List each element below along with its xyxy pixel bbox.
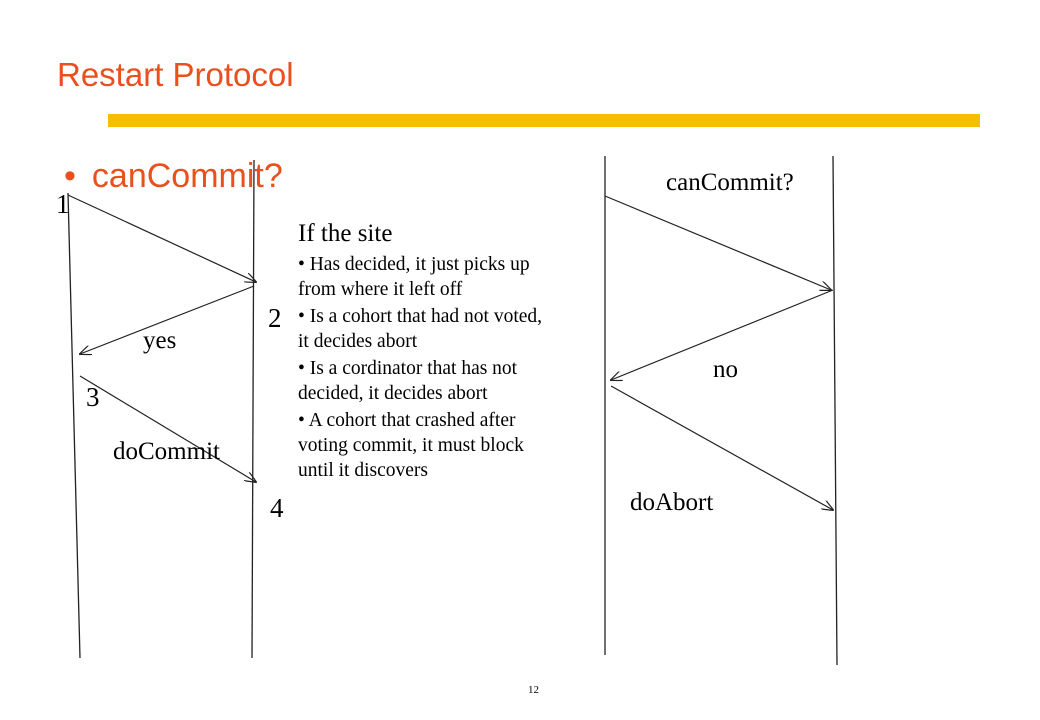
arrow-doabort	[610, 385, 833, 510]
restart-notes: If the site • Has decided, it just picks…	[298, 220, 553, 485]
right-lifeline-cohort	[832, 155, 838, 666]
arrow-cancommit-right	[604, 195, 831, 290]
message-docommit: doCommit	[113, 438, 220, 465]
notes-heading: If the site	[298, 220, 393, 247]
message-no: no	[713, 356, 738, 383]
message-yes: yes	[143, 327, 177, 354]
note-item: • Has decided, it just picks up from whe…	[298, 254, 530, 300]
step-label-4: 4	[270, 493, 284, 523]
step-label-1: 1	[56, 189, 70, 219]
left-lifeline-cohort	[251, 159, 255, 659]
note-item: • Is a cohort that had not voted, it dec…	[298, 306, 543, 352]
step-label-3: 3	[86, 382, 100, 412]
note-item-text: Has decided, it just picks up from where…	[298, 254, 530, 300]
note-item-text: Is a cohort that had not voted, it decid…	[298, 306, 543, 352]
note-item: • Is a cordinator that has not decided, …	[298, 358, 518, 404]
bullet-dot: •	[64, 157, 76, 195]
note-item-text: A cohort that crashed after voting commi…	[298, 410, 524, 481]
message-doabort: doAbort	[630, 489, 714, 516]
step-label-2: 2	[268, 303, 282, 333]
note-item: • A cohort that crashed after voting com…	[298, 410, 524, 481]
note-item-text: Is a cordinator that has not decided, it…	[298, 358, 518, 404]
message-cancommit-right: canCommit?	[666, 169, 794, 196]
title-underline-bar	[108, 114, 980, 127]
arrow-no	[611, 289, 834, 380]
left-lifeline-coordinator	[67, 192, 81, 659]
arrow-docommit	[79, 375, 256, 482]
page-number: 12	[528, 684, 539, 696]
arrow-cancommit-left	[67, 194, 256, 282]
slide-title: Restart Protocol	[57, 56, 294, 93]
arrow-yes	[80, 285, 255, 354]
main-bullet-text: canCommit?	[91, 157, 283, 195]
main-bullet: • canCommit?	[64, 157, 283, 196]
